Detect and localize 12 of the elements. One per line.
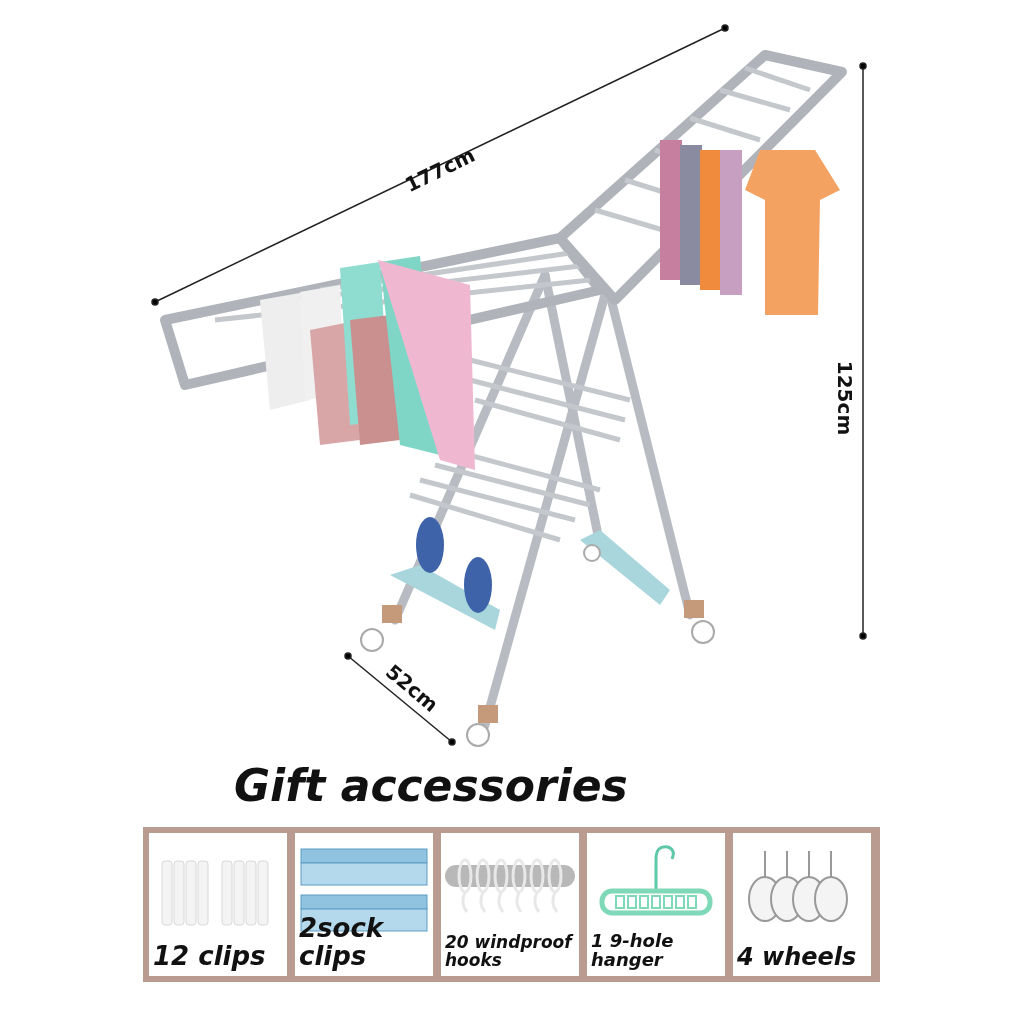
accessory-caption: 2sock clips bbox=[299, 915, 385, 970]
accessory-tile bbox=[733, 833, 871, 976]
accessory-caption: 20 windproof hooks bbox=[445, 934, 575, 970]
section-heading: Gift accessories bbox=[234, 760, 628, 811]
accessory-tile bbox=[149, 833, 287, 976]
accessory-tile bbox=[587, 833, 725, 976]
accessory-caption: 4 wheels bbox=[737, 944, 858, 970]
accessory-tile bbox=[295, 833, 433, 976]
accessory-tile bbox=[441, 833, 579, 976]
accessory-caption: 1 9-hole hanger bbox=[591, 932, 675, 970]
dimension-label: 125cm bbox=[833, 360, 857, 436]
accessory-caption: 12 clips bbox=[153, 942, 267, 970]
